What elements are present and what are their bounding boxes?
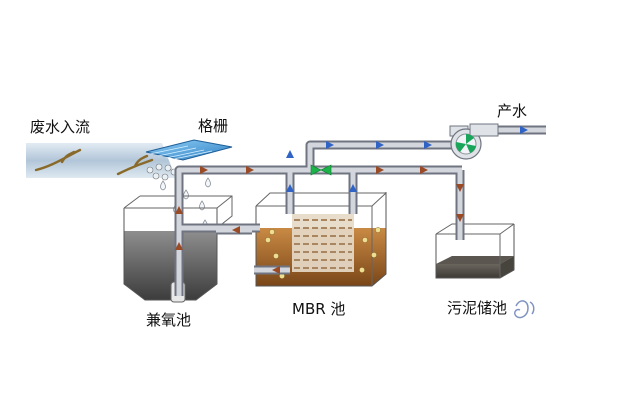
green-valve-icon bbox=[310, 164, 332, 176]
membrane-module bbox=[292, 214, 354, 272]
anoxic-tank-label: 兼氧池 bbox=[146, 311, 192, 329]
flow-arrows-brown bbox=[175, 166, 464, 274]
wastewater-inflow-label: 废水入流 bbox=[30, 118, 91, 136]
inflow-channel bbox=[26, 143, 176, 178]
bar-screen-label: 格栅 bbox=[198, 117, 229, 135]
sludge-tank-label: 污泥储池 bbox=[447, 299, 508, 317]
product-water-label: 产水 bbox=[497, 102, 528, 120]
water-drop-mascot-icon bbox=[514, 300, 535, 319]
sludge-tank bbox=[435, 223, 515, 279]
droplets bbox=[160, 177, 211, 230]
bar-screen bbox=[145, 139, 233, 181]
flow-arrows-blue bbox=[286, 126, 528, 192]
mbr-tank-label: MBR 池 bbox=[292, 300, 346, 318]
fan-pump-icon bbox=[449, 123, 499, 160]
